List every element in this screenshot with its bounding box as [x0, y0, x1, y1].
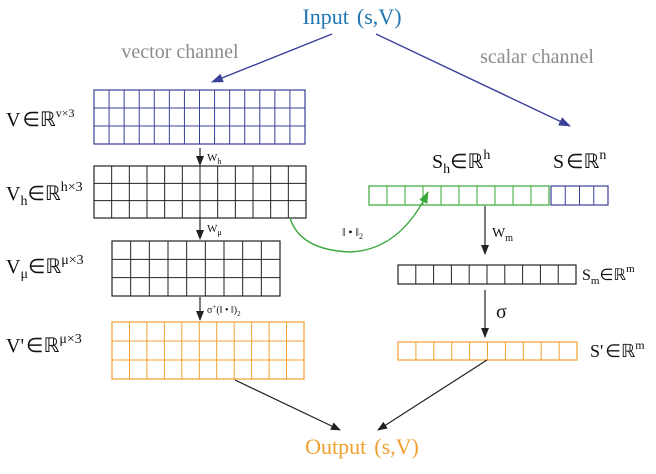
grid-v — [93, 89, 306, 145]
op-wh: Wh — [207, 152, 221, 166]
grid-sout — [397, 341, 578, 361]
label-sm: Sm∈ℝm — [582, 263, 635, 287]
op-sigma: σ — [496, 301, 507, 323]
grid-vh — [93, 165, 307, 219]
vector-channel-label: vector channel — [121, 41, 239, 63]
label-vh: Vh∈ℝh×3 — [6, 180, 83, 209]
label-v: V∈ℝv×3 — [6, 106, 75, 131]
scalar-channel-label: scalar channel — [480, 46, 594, 68]
input-label: Input(s,V) — [302, 4, 401, 29]
grid-s — [550, 185, 609, 206]
grid-sm — [397, 264, 577, 285]
input-to-vector-arrow — [211, 33, 333, 83]
label-s: S∈ℝn — [553, 148, 606, 173]
op-wm: Wm — [492, 226, 513, 244]
output-label: Output(s,V) — [305, 434, 419, 459]
input-to-scalar-arrow — [375, 33, 571, 127]
op-wmu: Wμ — [207, 223, 222, 237]
label-vout: V'∈ℝμ×3 — [6, 332, 82, 357]
grid-vout — [111, 321, 305, 380]
vector-to-output-arrow — [234, 379, 341, 431]
label-sh: Sh∈ℝh — [432, 148, 490, 177]
scalar-to-output-arrow — [377, 359, 488, 431]
grid-sh — [368, 185, 550, 206]
norm-arrow — [289, 191, 429, 253]
op-sigma-norm: σ+(‖ • ‖)2 — [207, 303, 241, 318]
norm-label: ‖ • ‖2 — [342, 225, 363, 241]
label-vmu: Vμ∈ℝμ×3 — [6, 253, 84, 282]
label-sout: S'∈ℝm — [590, 338, 645, 361]
grid-vmu — [111, 240, 281, 297]
